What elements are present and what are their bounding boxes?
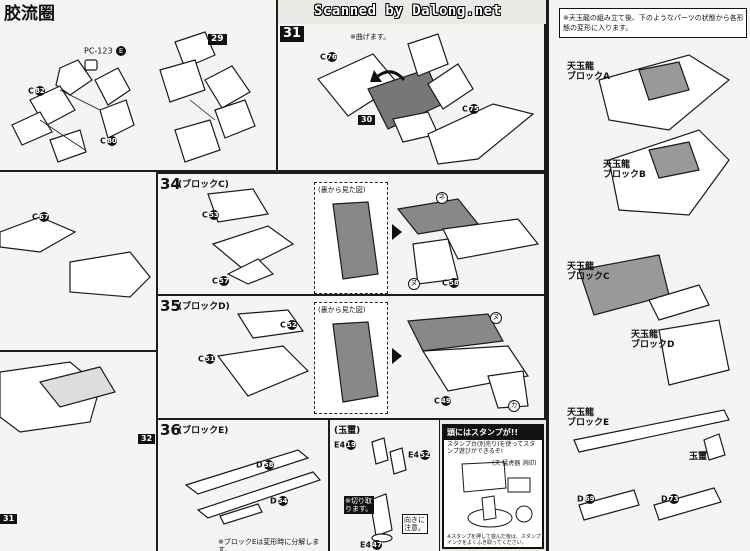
stamp-bottom-note: ※スタンプを押して遊んだ後は、スタンプインクをよくふき取ってください。 [447,534,541,546]
block-e-name: 天玉龍ブロックE [567,408,610,428]
jade-name: 玉璽 [689,452,708,462]
part-ref-c67: C67 [32,212,49,222]
stamp-caption: (天 猛虎器 消印) [492,460,537,467]
part-ref-d54: D54 [270,496,288,506]
part-ref-c80: C80 [100,136,117,146]
step-31-illustration [317,33,535,165]
part-ref-e4-52: E452 [408,450,431,460]
part-ref-d69: D69 [577,494,595,504]
step-number: 35 [160,297,181,315]
right-column: ※天玉龍の組み立て後、下のようなパーツの状態から各形態の変形に入ります。 天玉龍… [546,0,750,551]
jade-panel: (玉璽) E419 E452 E447 ※切り取ります。 向きに注意。 [330,420,440,551]
stamp-illustration [461,461,533,528]
jade-label: (玉璽) [334,426,361,436]
stamp-title: 頭にはスタンプが!! [444,426,542,440]
arrow-right [392,224,402,240]
stamp-text: スタンプ台(別売り)を使ってスタンプ遊びができるぞ! [447,441,536,455]
sticker-nu: ヌ [490,312,502,324]
scanner-watermark: Scanned by Dalong.net [314,3,502,19]
jade-illustration [369,437,407,543]
disassembly-note: ※ブロックEは変形時に分解します。 [218,538,320,551]
transformation-parts-illustration [573,54,731,521]
step-title: (ブロックC) [178,180,229,190]
part-ref-c75: C75 [462,104,479,114]
step-number: 34 [160,175,181,193]
left-side-panels: C67 32 31 [0,172,158,551]
part-ref-c57: C57 [212,276,229,286]
mini-step-30: 30 [358,115,376,125]
part-ref-e4-47: E447 [360,540,383,550]
top-left-area: 胶流圈 PC-123 E C82 C80 29 [0,0,278,172]
step-35-illustration [216,309,530,409]
part-ref-c58: C58 [442,278,459,288]
step-31b-badge: 31 [0,514,18,524]
intro-text: ※天玉龍の組み立て後、下のようなパーツの状態から各形態の変形に入ります。 [563,14,744,32]
part-ref-c82: C82 [28,86,45,96]
block-c-name: 天玉龍ブロックC [567,262,610,282]
step-31-panel: 31 ※曲げます。 C76 C75 30 [278,24,546,172]
step-34-panel: 34 (ブロックC) (裏から見た図) C53 C57 C58 ネ ヌ [158,172,546,296]
part-ref-d73: D73 [661,494,679,504]
rear-view-label: (裏から見た図) [318,186,366,194]
part-ref-e4-19: E419 [334,440,357,450]
sticker-ne: ネ [436,192,448,204]
intro-box: ※天玉龍の組み立て後、下のようなパーツの状態から各形態の変形に入ります。 [559,8,747,38]
sticker-ka: カ [508,400,520,412]
part-ref-c49: C49 [434,396,451,406]
section-title: 胶流圈 [4,4,55,24]
part-ref-c53: C53 [202,210,219,220]
part-code: PC-123 E [84,46,127,56]
block-b-name: 天玉龍ブロックB [603,160,646,180]
cut-note: ※切り取ります。 [344,496,374,514]
step-32-badge: 32 [138,434,156,444]
arm-part-illustration [11,31,256,163]
step-title: (ブロックE) [178,426,229,436]
part-ref-c76: C76 [320,52,337,62]
orientation-note: 向きに注意。 [402,514,428,534]
left-illustration [0,216,151,433]
step-34-illustration [207,188,540,285]
part-ref-c52: C52 [280,320,297,330]
stamp-box: 頭にはスタンプが!! スタンプ台(別売り)を使ってスタンプ遊びができるぞ! (天… [442,424,544,549]
step-36-panel: 36 (ブロックE) D58 D54 ※ブロックEは変形時に分解します。 [158,420,330,551]
step-badge-29: 29 [208,34,227,45]
sticker-nu: ヌ [408,278,420,290]
step-number: 36 [160,421,181,439]
block-d-name: 天玉龍ブロックD [631,330,675,350]
arrow-right [392,348,402,364]
step-title: (ブロックD) [178,302,230,312]
step-number: 31 [280,26,305,42]
block-a-name: 天玉龍ブロックA [567,62,610,82]
divider [0,350,158,352]
step-35-panel: 35 (ブロックD) (裏から見た図) C52 C51 C49 ヌ カ [158,296,546,420]
step-note: ※曲げます。 [350,33,391,41]
rear-view-label: (裏から見た図) [318,306,366,314]
step-36-illustration [184,449,322,525]
part-ref-c51: C51 [198,354,215,364]
part-ref-d58: D58 [256,460,274,470]
